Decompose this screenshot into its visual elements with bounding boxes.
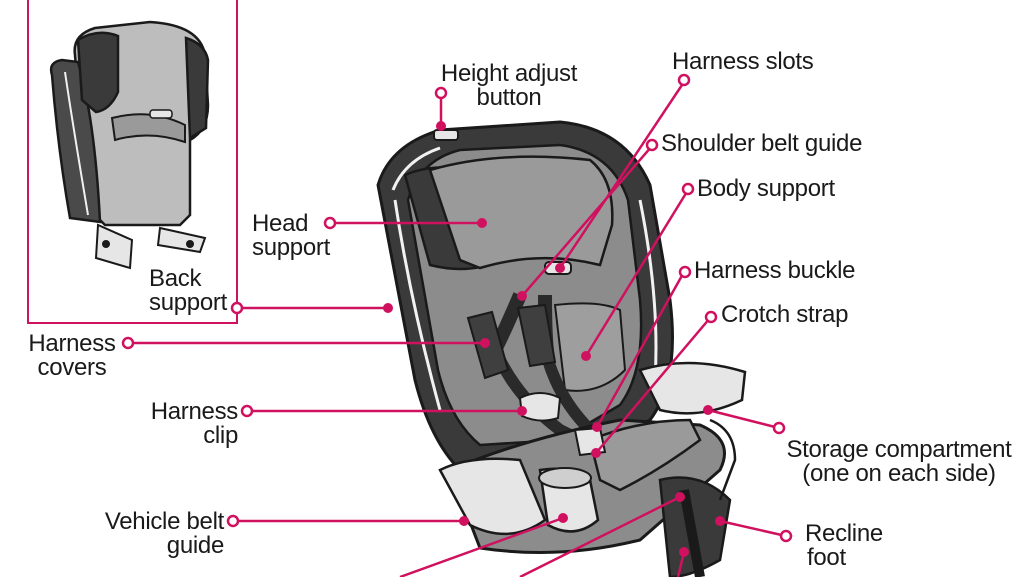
label-head-support: Head support xyxy=(252,212,330,260)
label-height-adjust-line1: Height adjust xyxy=(440,60,578,87)
leader-lines xyxy=(128,81,787,577)
label-storage-compartment: Storage compartment (one on each side) xyxy=(780,438,1018,486)
label-harness-buckle: Harness buckle xyxy=(694,257,856,284)
leader-dots xyxy=(383,121,725,557)
label-recline-foot-line2: foot xyxy=(807,544,846,571)
label-height-adjust-line2: button xyxy=(476,84,542,111)
label-harness-covers-line1: Harness xyxy=(28,330,116,357)
label-endpoints xyxy=(121,73,793,543)
label-crotch-strap: Crotch strap xyxy=(721,301,849,328)
label-recline-foot: Recline foot xyxy=(805,522,883,570)
label-back-support-line2: support xyxy=(149,289,227,316)
label-harness-clip-line1: Harness xyxy=(150,398,239,425)
back-support-inset-illustration xyxy=(49,20,210,270)
label-vehicle-belt-guide: Vehicle belt guide xyxy=(80,510,224,558)
label-harness-covers: Harness covers xyxy=(20,332,124,380)
label-harness-covers-line2: covers xyxy=(37,354,107,381)
label-storage-compartment-line2: (one on each side) xyxy=(802,460,996,487)
label-vehicle-belt-guide-line1: Vehicle belt xyxy=(104,508,224,535)
label-recline-foot-line1: Recline xyxy=(805,520,883,547)
label-back-support: Back support xyxy=(149,267,227,315)
label-head-support-line2: support xyxy=(252,234,330,261)
label-head-support-line1: Head xyxy=(252,210,309,237)
label-harness-clip: Harness clip xyxy=(130,398,239,449)
inset-frame xyxy=(27,0,238,324)
label-harness-clip-line2: clip xyxy=(203,422,238,449)
label-back-support-line1: Back xyxy=(149,265,202,292)
label-body-support: Body support xyxy=(697,175,835,202)
label-storage-compartment-line1: Storage compartment xyxy=(786,436,1012,463)
label-vehicle-belt-guide-line2: guide xyxy=(166,532,225,559)
label-harness-slots: Harness slots xyxy=(672,48,814,75)
label-shoulder-belt-guide: Shoulder belt guide xyxy=(661,130,863,157)
label-height-adjust-button: Height adjust button xyxy=(424,62,594,110)
